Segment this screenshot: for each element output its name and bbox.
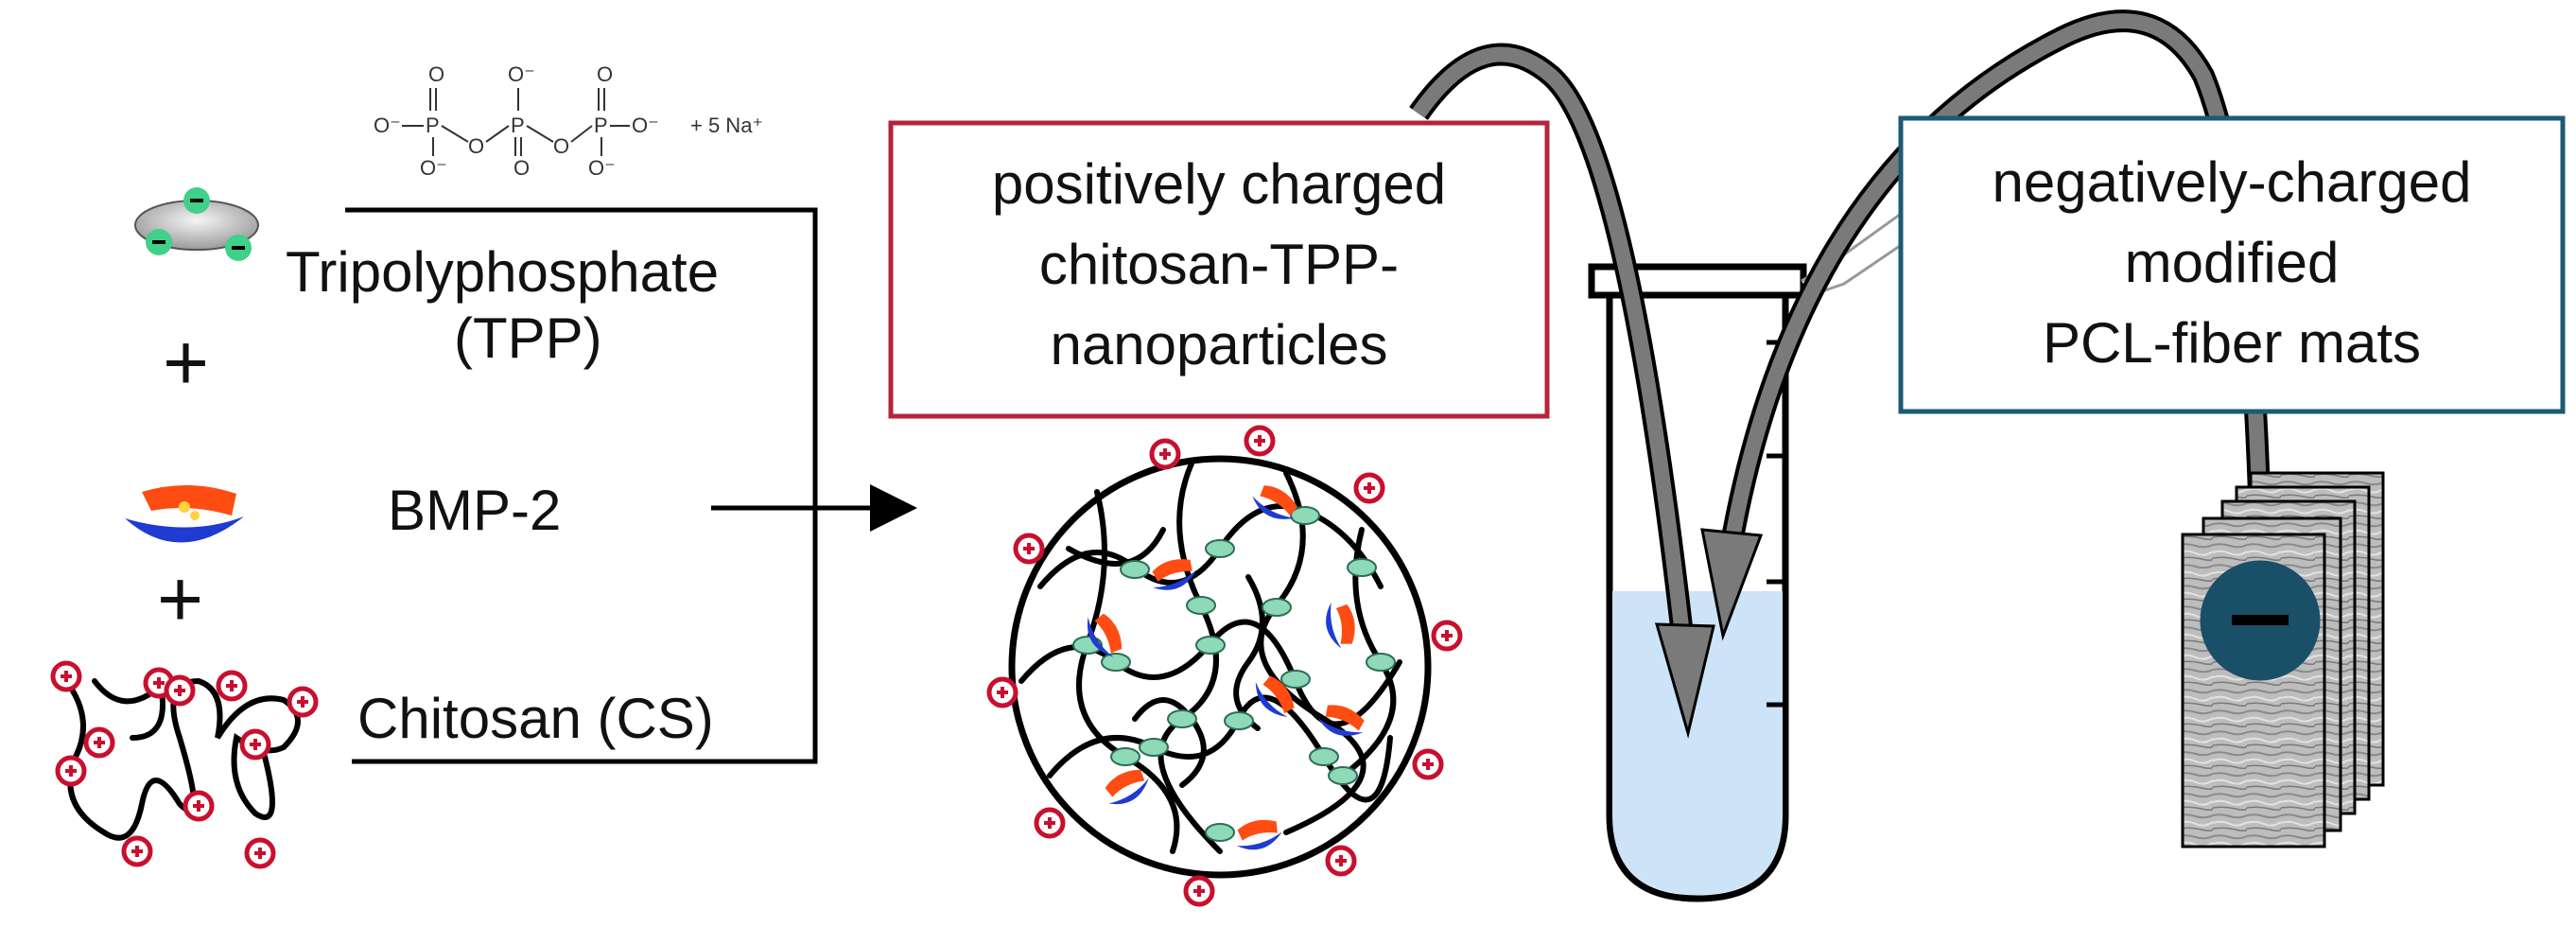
tpp-o-minus-right: O⁻ — [632, 114, 659, 137]
tpp-abbrev-label: (TPP) — [454, 306, 602, 370]
tpp-p3: P — [594, 114, 608, 137]
tpp-o-bottom3: O⁻ — [588, 156, 616, 180]
tpp-p1: P — [426, 114, 440, 137]
tpp-o-top2: O⁻ — [508, 62, 535, 86]
graduation-marks — [1767, 340, 1785, 708]
tpp-o-top1: O — [428, 62, 444, 86]
tpp-o-minus-left: O⁻ — [374, 114, 401, 137]
negative-box-line2: modified — [2125, 231, 2340, 294]
negative-box-line1: negatively-charged — [1993, 150, 2472, 214]
negative-fiber-box: negatively-charged modified PCL-fiber ma… — [1898, 115, 2566, 414]
minus-icon — [2232, 615, 2289, 625]
tpp-sodium: + 5 Na⁺ — [690, 114, 763, 137]
tpp-o-bridge2: O — [553, 134, 569, 158]
tpp-label: Tripolyphosphate — [286, 240, 719, 304]
tpp-o-top3: O — [597, 62, 613, 86]
positive-box-line1: positively charged — [992, 152, 1446, 216]
down-arrow-right — [1700, 528, 1764, 641]
nanoparticle-diagram — [986, 425, 1463, 907]
chitosan-chain-icon — [50, 660, 319, 869]
down-arrow-left — [1654, 622, 1715, 739]
positive-box-line3: nanoparticles — [1051, 313, 1388, 376]
pcl-fiber-mats — [2181, 471, 2385, 848]
bmp-icon — [125, 484, 244, 543]
positive-nanoparticle-box: positively charged chitosan-TPP- nanopar… — [888, 120, 1550, 419]
tpp-ellipse-icon — [134, 187, 259, 261]
reagent-labels: Tripolyphosphate (TPP) BMP-2 Chitosan (C… — [157, 240, 719, 750]
tpp-o-bottom1: O⁻ — [420, 156, 447, 180]
tpp-o-bridge1: O — [468, 134, 484, 158]
chitosan-label: Chitosan (CS) — [357, 687, 714, 750]
plus-sign-2: + — [157, 554, 203, 643]
nanoparticle-positive-charges — [986, 425, 1463, 907]
bmp-label: BMP-2 — [388, 479, 561, 542]
merge-bracket — [345, 207, 917, 764]
positive-box-line2: chitosan-TPP- — [1039, 233, 1399, 296]
tpp-o-bottom2: O — [513, 156, 530, 180]
liquid — [1612, 591, 1783, 895]
tpp-p2: P — [511, 114, 525, 137]
negative-box-line3: PCL-fiber mats — [2043, 311, 2421, 375]
plus-sign-1: + — [163, 318, 209, 407]
crosslink-nodes — [1072, 506, 1396, 842]
tpp-structure: O⁻ P O O⁻ O P O⁻ O O P O O⁻ O⁻ + 5 Na⁺ — [374, 62, 763, 180]
nanoparticle-bmp-molecules — [1087, 485, 1365, 850]
